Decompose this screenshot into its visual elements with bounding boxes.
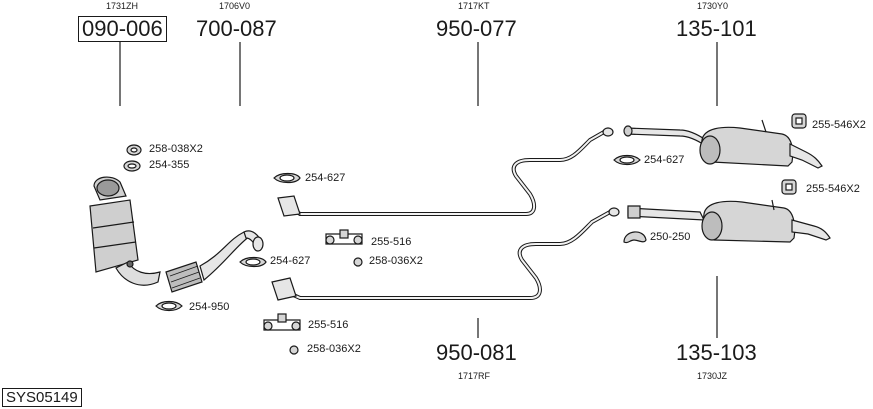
- accessory-label: 254-355: [149, 159, 190, 171]
- accessory-label: 254-950: [189, 301, 230, 313]
- rear-silencer-upper: [623, 119, 823, 169]
- middle-pipe-upper: [284, 130, 605, 216]
- accessory-label: 255-516: [371, 236, 412, 248]
- accessory-label: 255-516: [308, 319, 349, 331]
- accessory-label: 254-627: [644, 154, 685, 166]
- part-number: 135-103: [676, 340, 757, 365]
- accessory-label: 254-627: [270, 255, 311, 267]
- part-number: 950-081: [436, 340, 517, 365]
- part-number: 950-077: [436, 16, 517, 41]
- part-number: 135-101: [676, 16, 757, 41]
- accessory-clamp: [123, 113, 807, 355]
- accessory-label: 255-546X2: [806, 183, 860, 195]
- accessory-label: 255-546X2: [812, 119, 866, 131]
- part-number: 700-087: [196, 16, 277, 41]
- part-code: 1717KT: [458, 1, 490, 11]
- accessory-label: 258-038X2: [149, 143, 203, 155]
- rear-silencer-lower: [627, 199, 831, 243]
- accessory-label: 258-036X2: [307, 343, 361, 355]
- catalytic-converter: [89, 176, 161, 286]
- part-code: 1706V0: [219, 1, 251, 11]
- part-code: 1731ZH: [106, 1, 139, 11]
- front-pipe: [165, 230, 264, 293]
- part-number: 090-006: [78, 16, 167, 42]
- part-code: 1717RF: [458, 371, 491, 381]
- part-code: 1730Y0: [697, 1, 729, 11]
- accessory-label: 254-627: [305, 172, 346, 184]
- accessory-label: 258-036X2: [369, 255, 423, 267]
- system-id: SYS05149: [2, 388, 82, 407]
- part-code: 1730JZ: [697, 371, 728, 381]
- middle-pipe-lower: [277, 210, 611, 300]
- accessory-label: 250-250: [650, 231, 691, 243]
